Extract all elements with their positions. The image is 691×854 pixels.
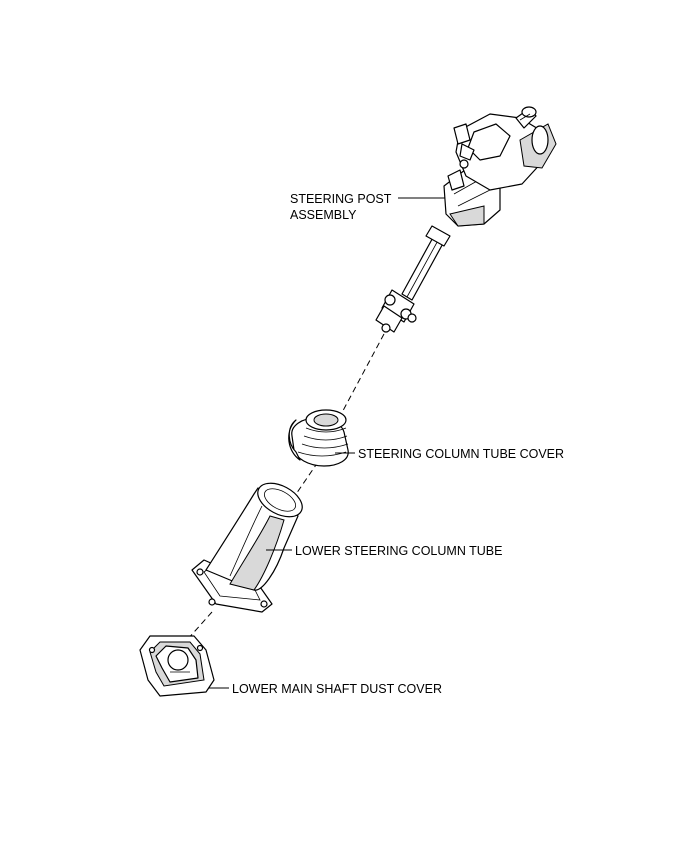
- assembly-axis-upper: [337, 333, 385, 421]
- label-lower-column-tube: LOWER STEERING COLUMN TUBE: [295, 544, 502, 558]
- steering-column-tube-cover: [288, 409, 349, 467]
- label-steering-post-line1: STEERING POST: [290, 192, 392, 206]
- lower-main-shaft-dust-cover: [139, 635, 215, 697]
- label-dust-cover: LOWER MAIN SHAFT DUST COVER: [232, 682, 442, 696]
- lower-steering-column-tube: [191, 482, 303, 613]
- label-steering-post-line2: ASSEMBLY: [290, 208, 357, 222]
- steering-post-assembly: [375, 106, 557, 333]
- label-column-tube-cover: STEERING COLUMN TUBE COVER: [358, 447, 564, 461]
- assembly-axis-middle: [291, 461, 319, 501]
